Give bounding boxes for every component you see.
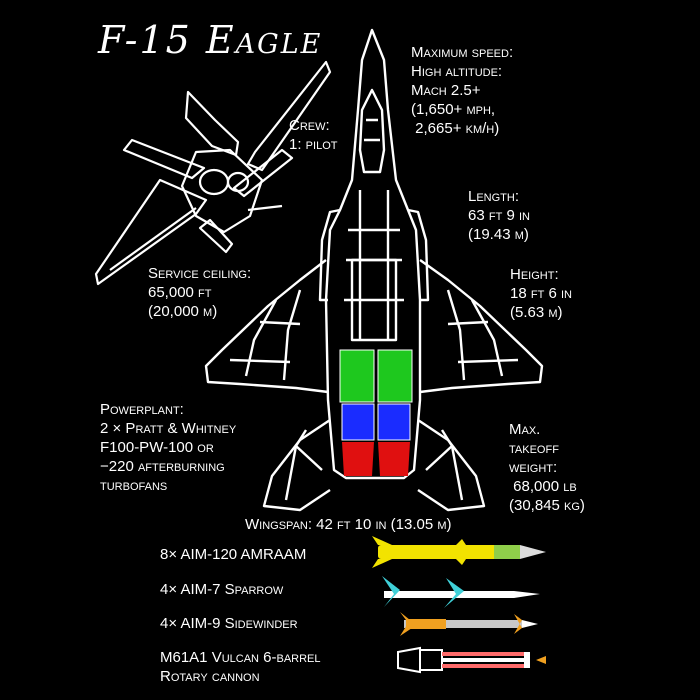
spec-powerplant: Powerplant: 2 × Pratt & Whitney F100-PW-… — [100, 401, 237, 494]
aim-9-icon — [400, 612, 538, 636]
spec-max-speed: Maximum speed: High altitude: Mach 2.5+ … — [411, 44, 514, 137]
vulcan-cannon-icon — [397, 646, 546, 674]
aim-7-icon — [382, 576, 540, 608]
fuel-tanks — [340, 350, 412, 402]
armament-aim-9: 4× AIM-9 Sidewinder — [160, 615, 298, 632]
internal-outline — [339, 349, 413, 441]
spec-height: Height: 18 ft 6 in (5.63 m) — [510, 266, 572, 321]
perspective-view-icon — [94, 60, 332, 286]
spec-wingspan: Wingspan: 42 ft 10 in (13.05 m) — [245, 516, 452, 533]
top-view-outline — [204, 28, 544, 512]
aim-120-icon — [372, 536, 546, 568]
armament-vulcan: M61A1 Vulcan 6-barrel Rotary cannon — [160, 649, 321, 685]
engines-rear — [342, 442, 410, 476]
armament-aim-120: 8× AIM-120 AMRAAM — [160, 546, 307, 563]
engines-front — [342, 404, 410, 440]
spec-max-takeoff-weight: Max. takeoff weight: 68,000 lb (30,845 k… — [509, 421, 585, 514]
armament-aim-7: 4× AIM-7 Sparrow — [160, 581, 284, 598]
spec-length: Length: 63 ft 9 in (19.43 m) — [468, 188, 530, 243]
diagram-title: F-15 Eagle — [98, 18, 323, 62]
spec-crew: Crew: 1: pilot — [289, 117, 338, 153]
spec-service-ceiling: Service ceiling: 65,000 ft (20,000 m) — [148, 265, 252, 320]
